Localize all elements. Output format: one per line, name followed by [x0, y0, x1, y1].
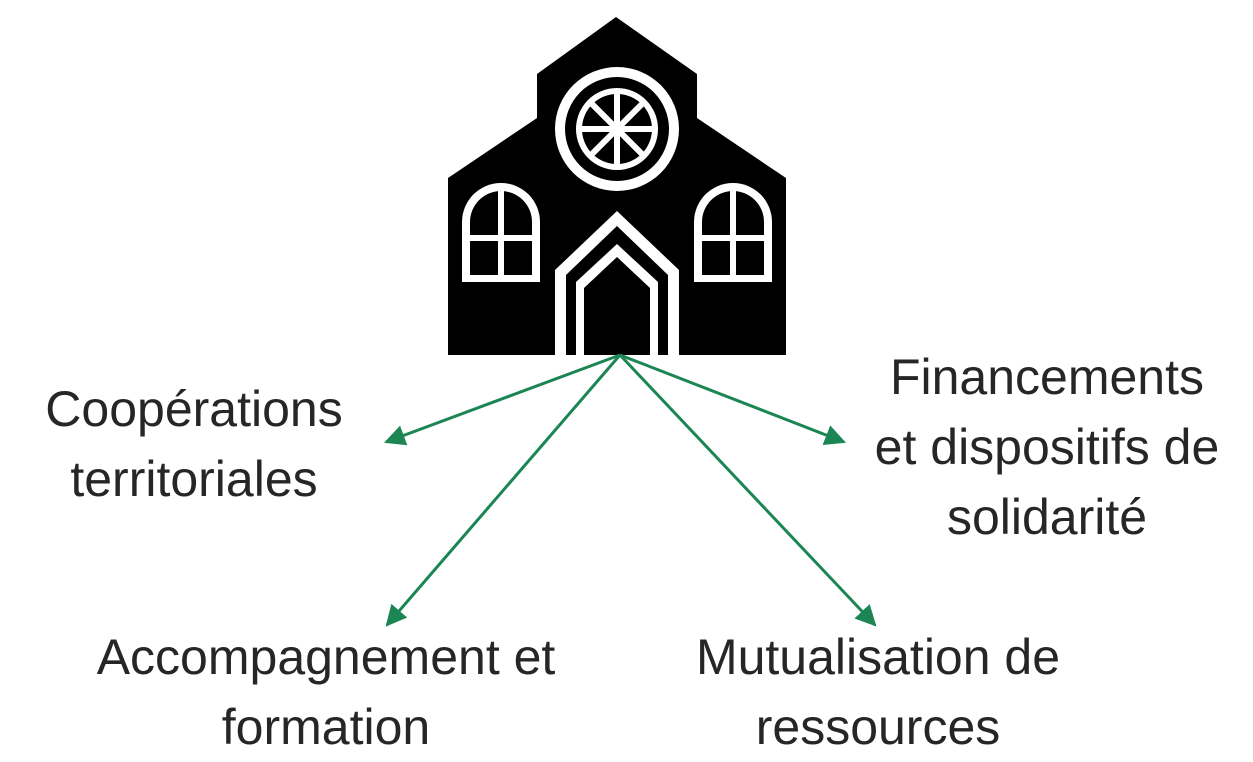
arrow-to-cooperations	[384, 353, 621, 446]
door-icon	[555, 211, 679, 355]
label-cooperations-line1: Coopérations	[45, 381, 343, 437]
church-building-icon	[448, 17, 786, 355]
label-accompagnement: Accompagnement et formation	[70, 622, 582, 762]
arrow-to-accompagnement	[385, 354, 622, 627]
label-mutualisation: Mutualisation de ressources	[668, 622, 1088, 762]
label-mutualisation-line1: Mutualisation de	[695, 629, 1061, 685]
rose-window-icon	[555, 67, 679, 191]
arrows-group	[384, 353, 877, 627]
label-mutualisation-line2: ressources	[755, 699, 1001, 755]
left-window-icon	[462, 183, 540, 282]
label-financements-line3: solidarité	[946, 489, 1148, 545]
label-financements-line2: et dispositifs de	[874, 419, 1220, 475]
label-cooperations: Coopérations territoriales	[14, 374, 374, 514]
label-accompagnement-line1: Accompagnement et	[96, 629, 556, 685]
label-accompagnement-line2: formation	[221, 699, 431, 755]
right-window-icon	[694, 183, 772, 282]
label-cooperations-line2: territoriales	[70, 451, 318, 507]
label-financements-line1: Financements	[889, 349, 1205, 405]
arrow-to-financements	[619, 353, 846, 445]
label-financements: Financements et dispositifs de solidarit…	[852, 342, 1242, 552]
arrow-to-mutualisation	[618, 353, 877, 627]
